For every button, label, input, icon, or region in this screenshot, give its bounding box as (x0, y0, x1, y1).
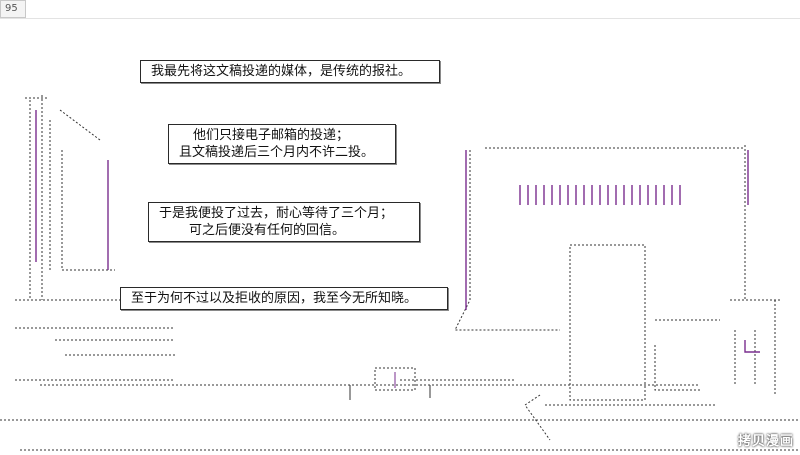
caption-box-4: 至于为何不过以及拒收的原因，我至今无所知晓。 (120, 287, 448, 310)
caption-box-1: 我最先将这文稿投递的媒体，是传统的报社。 (140, 60, 440, 83)
caption-line: 至于为何不过以及拒收的原因，我至今无所知晓。 (131, 291, 418, 306)
caption-box-2: 他们只接电子邮箱的投递； 且文稿投递后三个月内不许二投。 (168, 124, 396, 164)
watermark-logo: 拷贝漫画 (737, 434, 794, 449)
caption-line: 于是我便投了过去，耐心等待了三个月； (159, 206, 394, 221)
page-number-tab: 95 (0, 0, 26, 18)
top-divider (0, 18, 800, 19)
caption-line: 他们只接电子邮箱的投递； (193, 128, 350, 143)
caption-line: 可之后便没有任何的回信。 (189, 223, 346, 238)
caption-line: 且文稿投递后三个月内不许二投。 (179, 145, 375, 160)
caption-box-3: 于是我便投了过去，耐心等待了三个月； 可之后便没有任何的回信。 (148, 202, 420, 242)
caption-line: 我最先将这文稿投递的媒体，是传统的报社。 (151, 64, 412, 79)
